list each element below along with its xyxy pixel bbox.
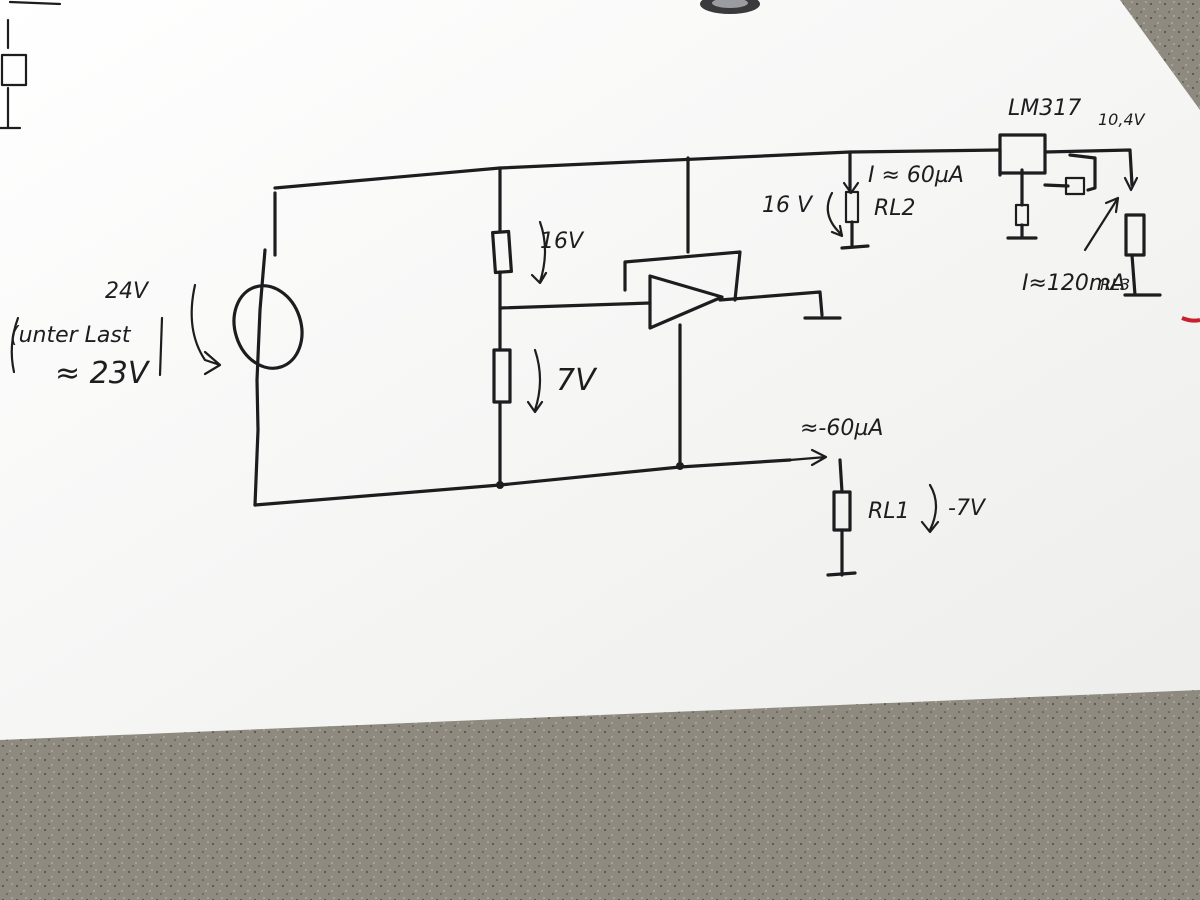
output-current-arrow xyxy=(788,448,828,467)
load2-voltage-label: 16 V xyxy=(762,193,814,218)
opamp-triangle xyxy=(648,274,724,330)
voltage-source xyxy=(232,284,304,370)
load3-resistor-label: RL3 xyxy=(1100,275,1130,294)
load1-voltage-label: -7V xyxy=(948,496,987,521)
regulator-output-voltage-label: 10,4V xyxy=(1098,110,1146,129)
load3-resistor xyxy=(1124,213,1146,257)
opamp-output-junction xyxy=(676,462,684,470)
divider-lower-resistor xyxy=(492,348,512,404)
source-load-note: (unter Last xyxy=(10,323,132,348)
adjust-resistor xyxy=(1064,176,1086,196)
load3-current-label: I≈120mA xyxy=(1022,271,1125,296)
ground-junction xyxy=(496,481,504,489)
regulator-label: LM317 xyxy=(1008,96,1081,121)
partial-sketch-left xyxy=(0,0,62,130)
schematic-wires xyxy=(253,148,1162,577)
load2-resistor-label: RL2 xyxy=(874,196,916,221)
load2-current-label: I ≈ 60µA xyxy=(868,163,964,188)
divider-lower-voltage-label: 7V xyxy=(556,363,598,398)
divider-upper-resistor xyxy=(491,229,513,275)
regulator-lower-resistor xyxy=(1014,203,1030,227)
voltage-arrows xyxy=(10,191,1120,534)
load1-resistor xyxy=(832,490,852,532)
divider-upper-voltage-label: 16V xyxy=(540,229,585,254)
source-load-voltage-label: ≈ 23V xyxy=(55,356,151,391)
load2-current-arrow xyxy=(842,181,860,195)
load3-current-arrow xyxy=(1123,176,1139,192)
red-wire xyxy=(1181,316,1200,323)
source-voltage-label: 24V xyxy=(105,279,150,304)
output-current-label: ≈-60µA xyxy=(800,416,883,441)
load1-resistor-label: RL1 xyxy=(868,499,910,524)
object-highlight xyxy=(712,0,748,8)
lm317-regulator xyxy=(998,133,1047,175)
